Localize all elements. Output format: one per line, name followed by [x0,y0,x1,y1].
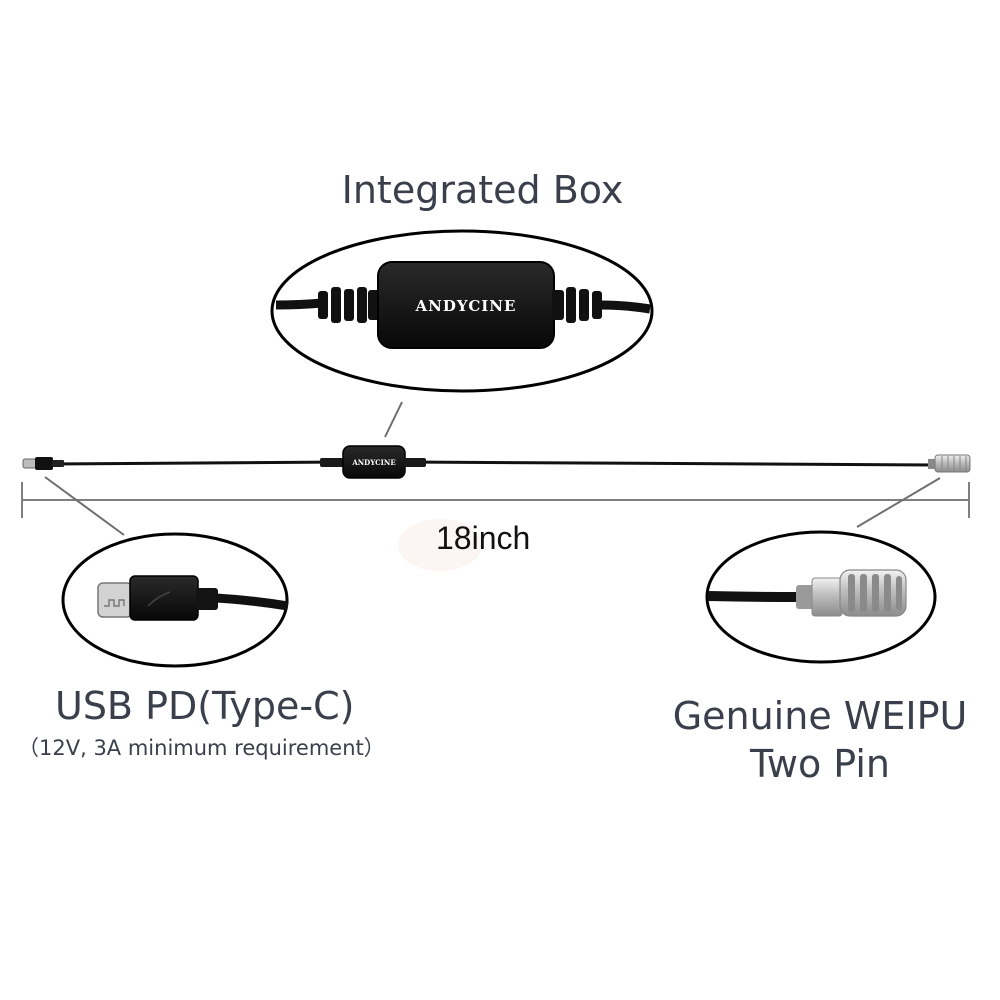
length-label-background [398,519,482,571]
usb-pointer-line [44,476,125,536]
usb-pd-title: USB PD(Type-C) [55,684,355,728]
weipu-title-line2: Two Pin [749,742,891,786]
integrated-box-callout: ANDYCINE [270,229,654,393]
integrated-box-brand: ANDYCINE [415,297,517,315]
full-cable: ANDYCINE [22,445,971,479]
weipu-title: Genuine WEIPU Two Pin [660,692,980,788]
box-pointer-line [384,401,403,438]
usb-pd-requirement: （12V, 3A minimum requirement） [18,736,385,760]
integrated-box-title: Integrated Box [341,168,624,212]
length-dimension-line [21,482,970,518]
weipu-connector-callout [705,530,937,664]
usb-c-callout [61,532,289,668]
cable-box-brand: ANDYCINE [351,458,395,467]
weipu-title-line1: Genuine WEIPU [672,694,968,738]
weipu-pointer-line [856,477,941,528]
cable-length-label: 18inch [436,520,531,556]
